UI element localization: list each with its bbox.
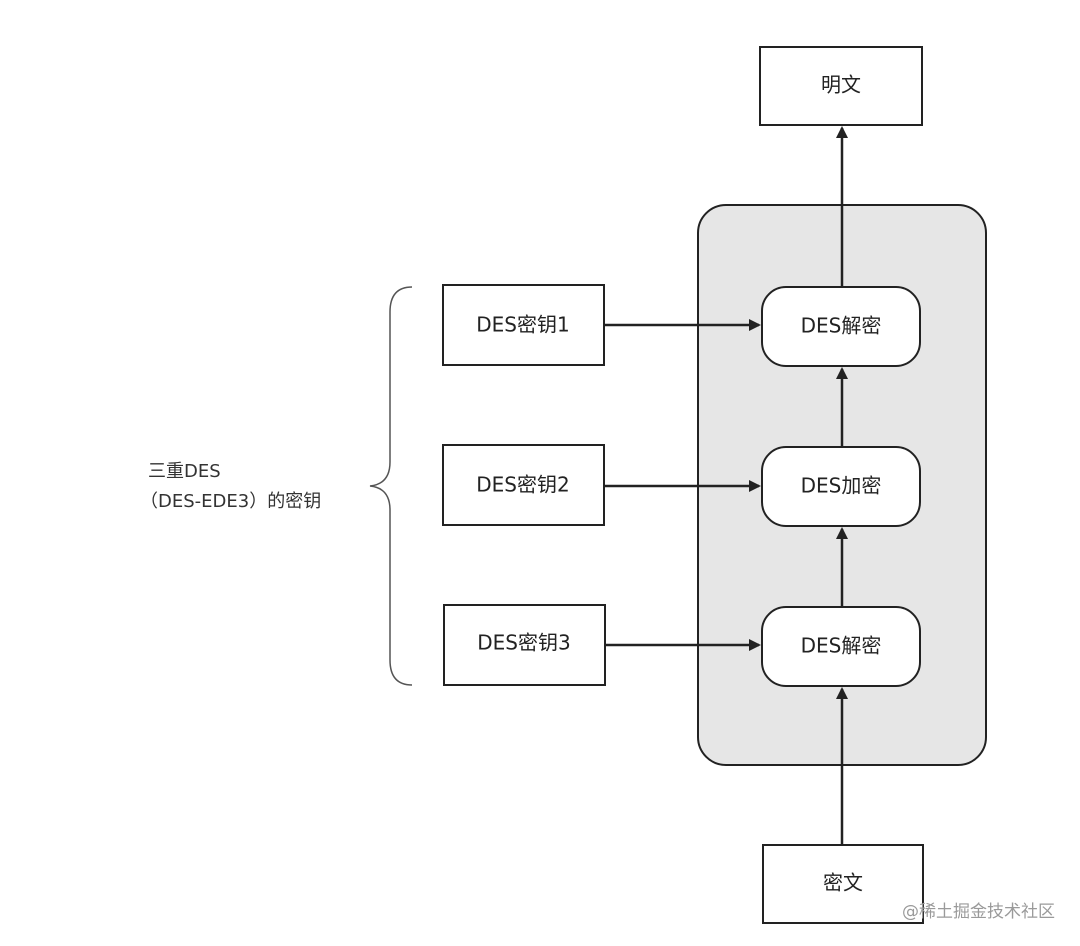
des-decrypt-bottom-node: DES解密: [761, 606, 921, 687]
ciphertext-label: 密文: [823, 871, 863, 895]
watermark-text: @稀土掘金技术社区: [902, 902, 1055, 922]
des-key-3-node: DES密钥3: [443, 604, 606, 686]
des-key-2-node: DES密钥2: [442, 444, 605, 526]
des-key-3-label: DES密钥3: [477, 631, 570, 655]
des-key-2-label: DES密钥2: [476, 473, 569, 497]
triple-des-key-label-line1: 三重DES: [148, 461, 221, 482]
des-key-1-label: DES密钥1: [476, 313, 569, 337]
des-decrypt-bottom-label: DES解密: [801, 634, 882, 658]
triple-des-key-label-line2: （DES-EDE3）的密钥: [140, 491, 321, 512]
plaintext-label: 明文: [821, 73, 861, 97]
des-decrypt-top-node: DES解密: [761, 286, 921, 367]
des-encrypt-middle-label: DES加密: [801, 474, 882, 498]
des-key-1-node: DES密钥1: [442, 284, 605, 366]
des-decrypt-top-label: DES解密: [801, 314, 882, 338]
plaintext-node: 明文: [759, 46, 923, 126]
des-encrypt-middle-node: DES加密: [761, 446, 921, 527]
key-group-brace: [369, 286, 413, 686]
ciphertext-node: 密文: [762, 844, 924, 924]
